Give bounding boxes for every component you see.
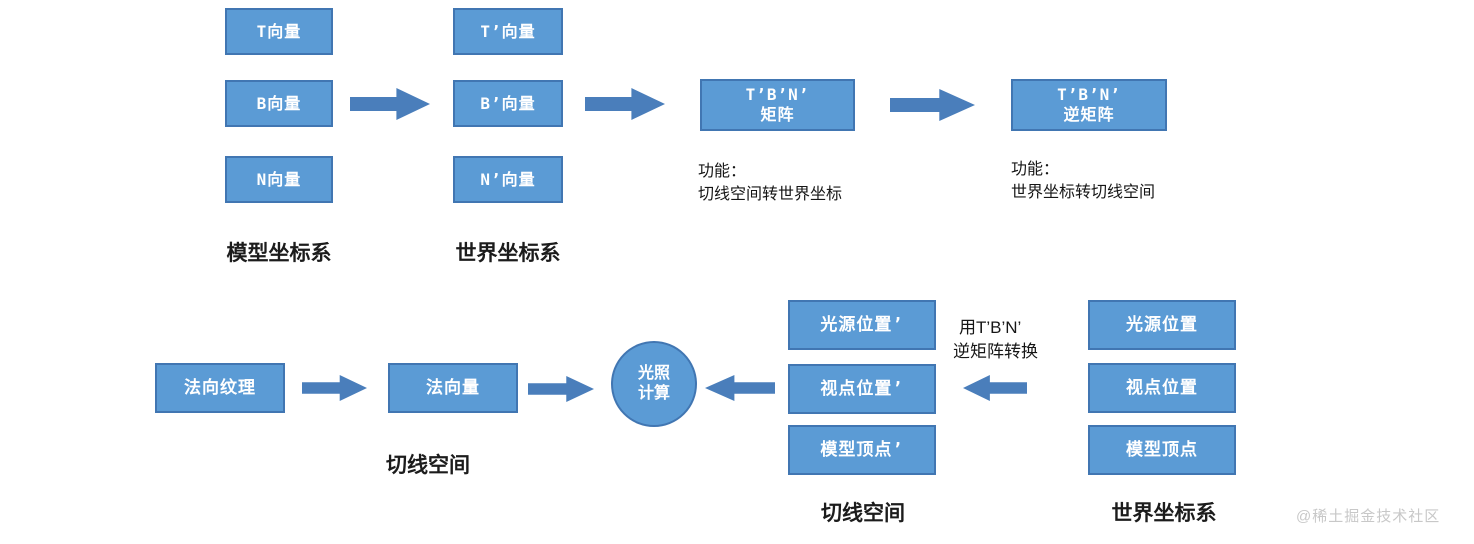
arrow-right-icon [585,88,665,120]
label-tangent-space-left: 切线空间 [386,454,470,477]
box-b-vector: B向量 [225,80,333,127]
box-t-prime-vector: T’向量 [453,8,563,55]
note-tbn-matrix-function: 功能： 切线空间转世界坐标 [698,160,842,206]
box-normal-texture: 法向纹理 [155,363,285,413]
label-world-coordinate-system-top: 世界坐标系 [455,242,561,265]
note-tbn-inverse-function-line1: 功能： [1011,161,1060,178]
arrow-right-icon [350,88,430,120]
box-model-vertex-tangent-label: 模型顶点’ [820,440,904,460]
arrow-left-icon [705,375,775,401]
note-tbn-inverse-function-line2: 世界坐标转切线空间 [1011,184,1156,201]
note-tbn-inverse-transform-line2: 逆矩阵转换 [953,342,1038,361]
box-normal-texture-label: 法向纹理 [184,378,256,398]
box-view-position-world-label: 视点位置 [1126,378,1198,398]
box-light-position-world: 光源位置 [1088,300,1236,350]
watermark: @稀土掘金技术社区 [1296,508,1441,525]
label-world-coordinate-system-bottom: 世界坐标系 [1111,502,1217,525]
box-view-position-tangent: 视点位置’ [788,364,936,414]
box-n-vector-label: N向量 [256,169,302,189]
box-tbn-matrix-line1: T’B’N’ [745,85,810,104]
box-t-prime-vector-label: T’向量 [480,21,536,41]
note-tbn-inverse-function: 功能： 世界坐标转切线空间 [1011,158,1155,204]
box-b-prime-vector: B’向量 [453,80,563,127]
box-t-vector: T向量 [225,8,333,55]
box-tbn-inverse-matrix-line2: 逆矩阵 [1063,105,1115,124]
box-tbn-inverse-matrix: T’B’N’ 逆矩阵 [1011,79,1167,131]
arrow-right-icon [890,89,975,121]
box-tbn-matrix-line2: 矩阵 [760,105,795,124]
label-tangent-space-bottom: 切线空间 [821,502,905,525]
box-normal-vector: 法向量 [388,363,518,413]
box-view-position-world: 视点位置 [1088,363,1236,413]
note-tbn-inverse-transform-line1: 用T’B’N’ [959,318,1022,337]
box-model-vertex-tangent: 模型顶点’ [788,425,936,475]
box-b-vector-label: B向量 [256,93,302,113]
lighting-calculation-line2: 计算 [637,385,670,402]
label-model-coordinate-system: 模型坐标系 [226,242,332,265]
note-tbn-matrix-function-line2: 切线空间转世界坐标 [698,186,843,203]
box-n-prime-vector-label: N’向量 [480,169,536,189]
note-tbn-inverse-transform: 用T’B’N’ 逆矩阵转换 [953,316,1038,364]
box-light-position-tangent: 光源位置’ [788,300,936,350]
box-light-position-tangent-label: 光源位置’ [820,315,904,335]
box-b-prime-vector-label: B’向量 [480,93,536,113]
arrow-right-icon [528,376,594,402]
box-model-vertex-world: 模型顶点 [1088,425,1236,475]
box-n-vector: N向量 [225,156,333,203]
box-view-position-tangent-label: 视点位置’ [820,379,904,399]
box-light-position-world-label: 光源位置 [1126,315,1198,335]
arrow-left-icon [963,375,1027,401]
box-model-vertex-world-label: 模型顶点 [1126,440,1198,460]
lighting-calculation-line1: 光照 [637,365,670,382]
box-n-prime-vector: N’向量 [453,156,563,203]
note-tbn-matrix-function-line1: 功能： [698,163,747,180]
arrow-right-icon [302,375,367,401]
box-t-vector-label: T向量 [256,21,302,41]
box-normal-vector-label: 法向量 [426,378,480,398]
lighting-calculation-circle: 光照 计算 [611,341,697,427]
box-tbn-matrix: T’B’N’ 矩阵 [700,79,855,131]
box-tbn-inverse-matrix-line1: T’B’N’ [1057,85,1121,104]
